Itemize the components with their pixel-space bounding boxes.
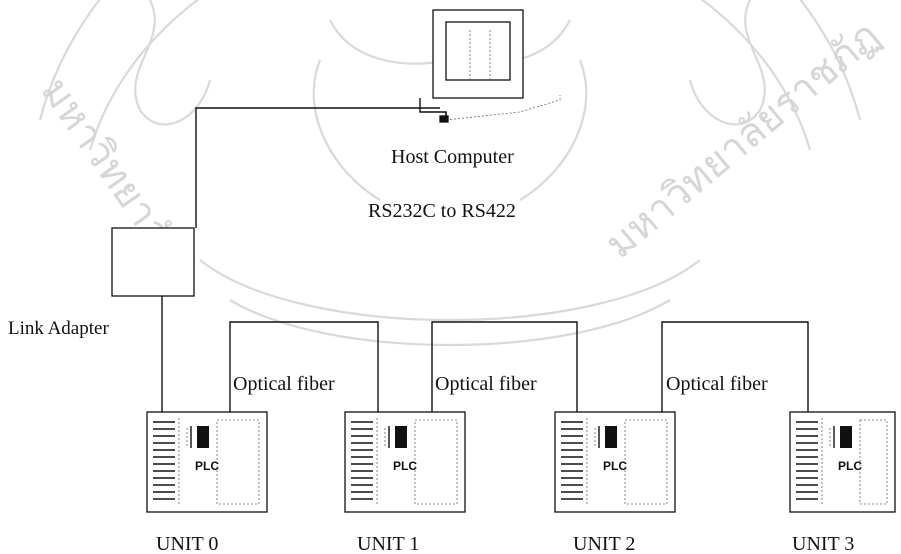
plc-indicator-block — [840, 426, 852, 448]
optical-fiber-link-2 — [431, 321, 578, 420]
plc-device-label: PLC — [195, 459, 219, 473]
link-adapter — [111, 227, 195, 297]
unit-3-label: UNIT 3 — [792, 533, 854, 554]
plc-indicator-block — [605, 426, 617, 448]
unit-2-label: UNIT 2 — [573, 533, 635, 554]
optical-fiber-link-1 — [229, 321, 379, 420]
plc-indicator-block — [197, 426, 209, 448]
host-computer-label: Host Computer — [391, 146, 514, 168]
plc-device-label: PLC — [393, 459, 417, 473]
plc-unit-1: PLC — [344, 411, 466, 513]
plc-device-label: PLC — [838, 459, 862, 473]
plc-unit-3: PLC — [789, 411, 896, 513]
optical-fiber-label-1: Optical fiber — [233, 373, 335, 395]
plc-indicator-block — [395, 426, 407, 448]
optical-fiber-label-3: Optical fiber — [666, 373, 768, 395]
optical-fiber-label-2: Optical fiber — [435, 373, 537, 395]
plc-unit-0: PLC — [146, 411, 268, 513]
link-adapter-label: Link Adapter — [8, 318, 109, 339]
rs232-cable — [195, 107, 440, 228]
unit-1-label: UNIT 1 — [357, 533, 419, 554]
host-computer-icon — [419, 9, 561, 123]
plc-device-label: PLC — [603, 459, 627, 473]
plc-unit-2: PLC — [554, 411, 676, 513]
optical-fiber-link-3 — [661, 321, 809, 420]
converter-label: RS232C to RS422 — [368, 200, 516, 222]
watermark-text-right: มหาวิทยาลัยราชภัฏ — [597, 12, 889, 267]
unit-0-label: UNIT 0 — [156, 533, 218, 554]
